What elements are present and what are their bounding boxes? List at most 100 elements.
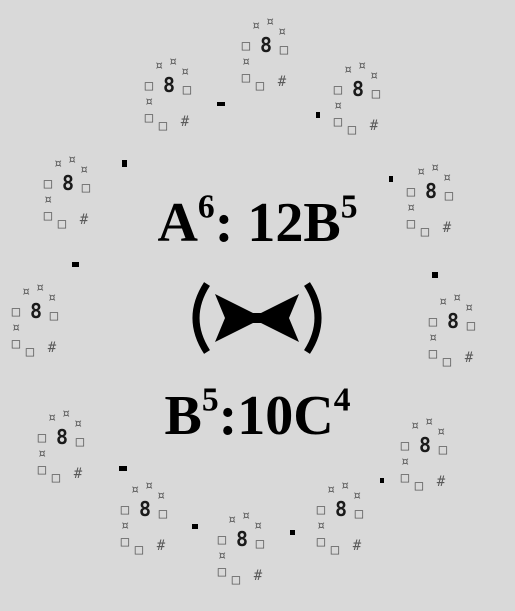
cluster-glyph: ¤: [181, 64, 189, 80]
cluster-glyph: ¤: [278, 24, 286, 40]
cluster-glyph: □: [334, 114, 343, 130]
connector-dot: [217, 102, 225, 106]
cluster-glyph: #: [48, 340, 57, 356]
cluster-glyph: ¤: [48, 290, 56, 306]
cluster-glyph: ¤: [353, 488, 361, 504]
cluster-glyph: □: [280, 42, 289, 58]
cluster-glyph: □: [348, 122, 357, 138]
cluster-glyph: □: [429, 314, 438, 330]
glyph-cluster: ¤¤¤□8□¤□□#: [317, 478, 364, 558]
cluster-glyph: 8: [260, 33, 272, 57]
cluster-glyph: 8: [447, 309, 459, 333]
cluster-glyph: ¤: [254, 518, 262, 534]
cluster-glyph: □: [159, 506, 168, 522]
cluster-glyph: ¤: [453, 290, 461, 306]
cluster-glyph: ¤: [242, 54, 250, 70]
cluster-glyph: □: [415, 478, 424, 494]
cluster-glyph: ¤: [228, 512, 236, 528]
cluster-glyph: ¤: [155, 58, 163, 74]
cluster-glyph: ¤: [443, 170, 451, 186]
cluster-glyph: □: [218, 532, 227, 548]
cluster-glyph: □: [218, 564, 227, 580]
cluster-glyph: ¤: [131, 482, 139, 498]
cluster-glyph: ¤: [38, 446, 46, 462]
equation-top: A6: 12B5: [0, 195, 515, 251]
cluster-glyph: ¤: [145, 94, 153, 110]
cluster-glyph: ¤: [344, 62, 352, 78]
cluster-glyph: □: [331, 542, 340, 558]
cluster-glyph: #: [353, 538, 362, 554]
cluster-glyph: ¤: [121, 518, 129, 534]
cluster-glyph: ¤: [252, 18, 260, 34]
cluster-group: ¤¤¤□8□¤□□#¤¤¤□8□¤□□#¤¤¤□8□¤□□#¤¤¤□8□¤□□#…: [12, 14, 476, 588]
cluster-glyph: #: [157, 538, 166, 554]
connector-dot: [380, 478, 384, 483]
right-bracket: [307, 284, 318, 352]
cluster-glyph: □: [429, 346, 438, 362]
cluster-glyph: ¤: [401, 454, 409, 470]
cluster-glyph: □: [317, 534, 326, 550]
cluster-glyph: #: [254, 568, 263, 584]
cluster-glyph: □: [50, 308, 59, 324]
connector-dot: [72, 262, 79, 267]
cluster-glyph: ¤: [358, 58, 366, 74]
equation-bottom: B5:10C4: [0, 388, 515, 444]
cluster-glyph: ¤: [80, 162, 88, 178]
cluster-glyph: ¤: [341, 478, 349, 494]
cluster-glyph: □: [443, 354, 452, 370]
cluster-glyph: ¤: [242, 508, 250, 524]
glyph-cluster: ¤¤¤□8□¤□□#: [242, 14, 289, 94]
connector-dot: [122, 160, 127, 167]
cluster-glyph: □: [12, 304, 21, 320]
cluster-glyph: □: [52, 470, 61, 486]
cluster-glyph: □: [82, 180, 91, 196]
cluster-glyph: □: [355, 506, 364, 522]
cluster-glyph: ¤: [334, 98, 342, 114]
cluster-glyph: #: [278, 74, 287, 90]
cluster-glyph: □: [372, 86, 381, 102]
cluster-glyph: 8: [62, 171, 74, 195]
cluster-glyph: □: [26, 344, 35, 360]
cluster-glyph: ¤: [429, 330, 437, 346]
cluster-glyph: □: [145, 78, 154, 94]
glyph-cluster: ¤¤¤□8□¤□□#: [429, 290, 476, 370]
connector-dot: [432, 272, 438, 278]
cluster-glyph: ¤: [370, 68, 378, 84]
cluster-glyph: □: [256, 78, 265, 94]
cluster-glyph: □: [38, 462, 47, 478]
connector-dot: [316, 112, 320, 118]
cluster-glyph: □: [145, 110, 154, 126]
cluster-glyph: □: [467, 318, 476, 334]
cluster-glyph: □: [159, 118, 168, 134]
cluster-glyph: □: [121, 502, 130, 518]
cluster-glyph: #: [74, 466, 83, 482]
cluster-glyph: ¤: [327, 482, 335, 498]
cluster-glyph: ¤: [266, 14, 274, 30]
cluster-glyph: ¤: [157, 488, 165, 504]
center-bar: [243, 313, 271, 323]
cluster-glyph: ¤: [36, 280, 44, 296]
connector-dot: [389, 176, 393, 182]
cluster-glyph: □: [44, 176, 53, 192]
cluster-glyph: ¤: [417, 164, 425, 180]
cluster-glyph: #: [370, 118, 379, 134]
cluster-glyph: □: [439, 442, 448, 458]
cluster-glyph: □: [242, 70, 251, 86]
cluster-glyph: ¤: [68, 152, 76, 168]
cluster-glyph: ¤: [465, 300, 473, 316]
cluster-glyph: 8: [163, 73, 175, 97]
cluster-glyph: 8: [139, 497, 151, 521]
glyph-cluster: ¤¤¤□8□¤□□#: [121, 478, 168, 558]
cluster-glyph: □: [401, 470, 410, 486]
cluster-glyph: 8: [335, 497, 347, 521]
cluster-glyph: □: [121, 534, 130, 550]
cluster-glyph: □: [334, 82, 343, 98]
connector-dot: [290, 530, 295, 535]
cluster-glyph: ¤: [317, 518, 325, 534]
cluster-glyph: 8: [352, 77, 364, 101]
cluster-glyph: ¤: [218, 548, 226, 564]
cluster-glyph: ¤: [431, 160, 439, 176]
left-bracket: [196, 284, 207, 352]
cluster-glyph: □: [232, 572, 241, 588]
